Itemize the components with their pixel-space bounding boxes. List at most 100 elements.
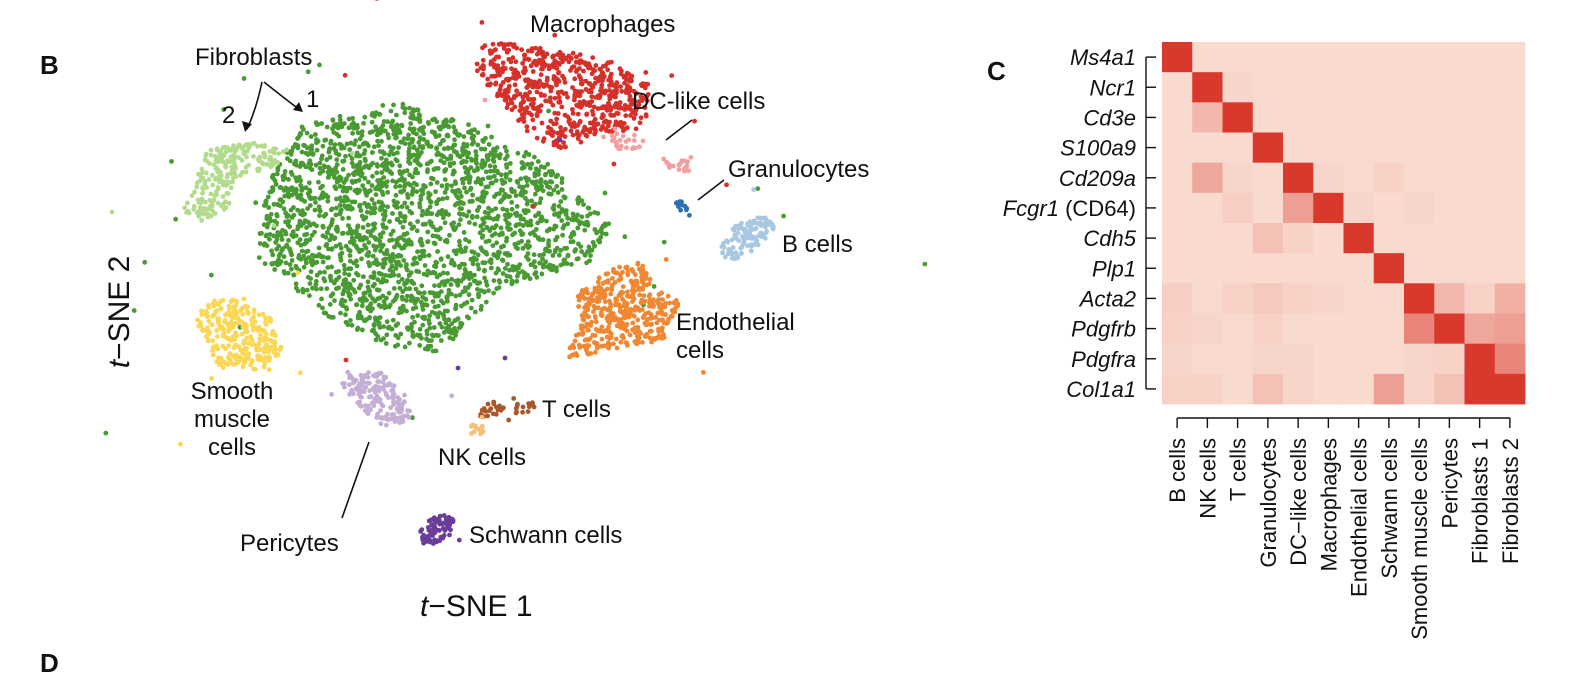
heatmap-cell <box>1192 102 1223 133</box>
heatmap-cell <box>1404 102 1435 133</box>
tsne-point <box>531 252 537 258</box>
heatmap-cell <box>1494 192 1526 224</box>
heatmap-row-label: Cd3e <box>1083 105 1136 130</box>
heatmap-cell <box>1192 373 1223 405</box>
heatmap-cell <box>1343 253 1375 284</box>
tsne-point <box>308 269 314 275</box>
tsne-point <box>281 206 287 212</box>
heatmap-cell <box>1343 162 1375 194</box>
heatmap-cells <box>1162 42 1526 405</box>
heatmap-cell <box>1494 102 1526 133</box>
heatmap-cell <box>1192 192 1223 224</box>
heatmap-row-label: Plp1 <box>1092 256 1136 281</box>
tsne-point <box>487 163 493 169</box>
tsne-point <box>484 282 490 288</box>
heatmap-cell <box>1494 373 1526 405</box>
tsne-point <box>322 278 328 284</box>
tsne-point <box>299 248 305 254</box>
heatmap-cell <box>1494 253 1526 284</box>
tsne-point <box>360 225 366 230</box>
heatmap-cell <box>1222 72 1254 103</box>
heatmap-cell <box>1222 223 1254 254</box>
heatmap-cell <box>1343 132 1375 164</box>
heatmap-cell <box>1192 313 1223 345</box>
tsne-point <box>518 176 524 182</box>
heatmap-row-label: Col1a1 <box>1066 377 1136 402</box>
heatmap-cell <box>1494 162 1526 194</box>
heatmap-cell <box>1343 223 1375 254</box>
tsne-point <box>514 278 520 284</box>
heatmap-cell <box>1404 253 1435 284</box>
tsne-point <box>306 180 312 186</box>
tsne-point <box>325 265 331 270</box>
heatmap-cell <box>1434 313 1465 345</box>
heatmap-cell <box>1283 343 1314 375</box>
tsne-point <box>504 148 509 154</box>
tsne-point <box>384 183 389 189</box>
tsne-point <box>322 269 327 275</box>
heatmap-cell <box>1494 313 1526 345</box>
heatmap-cell <box>1192 283 1223 314</box>
tsne-point <box>427 325 433 331</box>
heatmap-cell <box>1373 192 1405 224</box>
tsne-point <box>535 159 541 164</box>
tsne-point <box>565 215 571 221</box>
tsne-point <box>320 183 325 189</box>
tsne-point <box>568 239 574 245</box>
heatmap-cell <box>1313 223 1344 254</box>
heatmap-row-label: Pdgfrb <box>1071 317 1136 342</box>
heatmap-cell <box>1313 72 1344 103</box>
tsne-point <box>406 156 411 161</box>
heatmap-cell <box>1192 253 1223 284</box>
tsne-point <box>407 161 413 166</box>
tsne-point <box>509 200 515 205</box>
panel-label-c: C <box>987 56 1006 86</box>
heatmap-cell <box>1373 162 1405 194</box>
tsne-point <box>399 204 405 210</box>
heatmap-cell <box>1373 72 1405 103</box>
heatmap-cell <box>1464 102 1496 133</box>
heatmap-row-label: Cd209a <box>1059 166 1136 191</box>
tsne-point <box>503 278 509 284</box>
heatmap-cell <box>1434 192 1465 224</box>
tsne-point <box>379 155 384 161</box>
tsne-point <box>351 164 356 169</box>
heatmap-cell <box>1404 132 1435 164</box>
tsne-point <box>358 208 364 213</box>
tsne-point <box>550 253 556 258</box>
heatmap-cell <box>1464 373 1496 405</box>
heatmap-cell <box>1192 223 1223 254</box>
heatmap-cell <box>1464 162 1496 194</box>
heatmap-cell <box>1434 253 1465 284</box>
tsne-point <box>527 276 533 282</box>
tsne-point <box>297 218 303 224</box>
tsne-point <box>507 267 512 273</box>
heatmap-cell <box>1313 313 1344 345</box>
tsne-point <box>414 147 420 153</box>
heatmap-cell <box>1404 42 1435 73</box>
tsne-point <box>338 310 343 316</box>
tsne-point <box>286 238 291 243</box>
heatmap-cell <box>1343 283 1375 314</box>
tsne-point <box>393 266 399 271</box>
heatmap-cell <box>1464 253 1496 284</box>
tsne-point <box>482 146 488 152</box>
heatmap-cell <box>1434 132 1465 164</box>
tsne-point <box>450 171 456 177</box>
tsne-point <box>407 105 412 111</box>
tsne-point <box>349 156 355 162</box>
heatmap-cell <box>1373 283 1405 314</box>
tsne-point <box>400 105 406 110</box>
heatmap-cell <box>1464 313 1496 345</box>
heatmap-cell <box>1373 253 1405 284</box>
tsne-point <box>370 160 375 166</box>
tsne-point <box>362 164 367 170</box>
tsne-point <box>500 206 506 212</box>
heatmap-cell <box>1222 42 1254 73</box>
tsne-point <box>491 290 496 296</box>
tsne-point <box>370 253 376 259</box>
heatmap-cell <box>1252 192 1284 224</box>
tsne-point <box>476 266 482 272</box>
tsne-point <box>362 148 368 153</box>
tsne-point <box>313 132 318 137</box>
